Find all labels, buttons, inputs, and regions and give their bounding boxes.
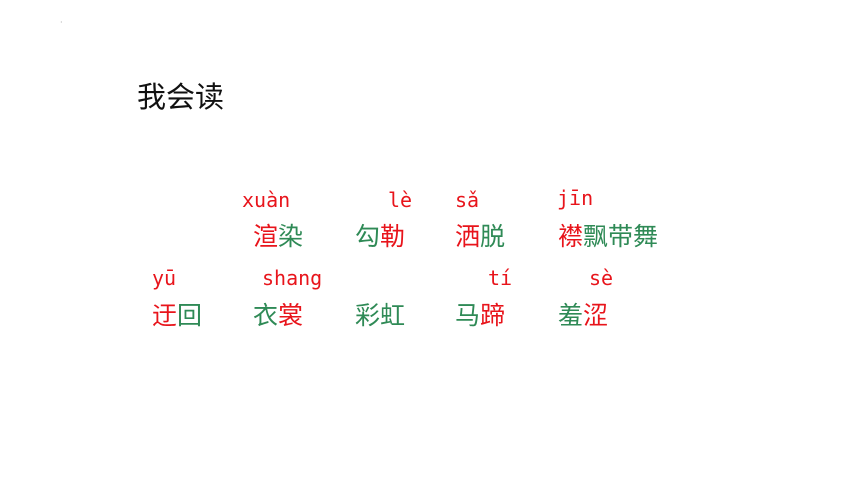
word-char-highlight: 襟 [558,222,584,251]
pinyin-le: lè [388,188,413,212]
word-char-highlight: 涩 [583,301,609,330]
word-yishang: 衣裳 [253,296,303,332]
word-yuhui: 迂回 [152,296,202,332]
word-char-rest: 马 [455,301,481,330]
word-mati: 马蹄 [455,296,505,332]
word-char-rest: 回 [177,301,203,330]
word-xuanran: 渲染 [253,217,303,253]
pinyin-ti: tí [488,266,513,290]
word-jin-piaodaiwu: 襟飘带舞 [558,217,658,253]
word-char-rest: 飘带舞 [583,222,659,251]
pinyin-shang: shang [262,266,323,290]
word-char-highlight: 迂 [152,301,178,330]
pinyin-sa: sǎ [455,188,480,212]
word-char-rest: 彩 [355,301,381,330]
pinyin-jin: jīn [557,186,594,210]
word-char-highlight: 洒 [455,222,481,251]
word-char-highlight: 勒 [380,222,406,251]
word-char-rest: 虹 [380,301,406,330]
word-goule: 勾勒 [355,217,405,253]
word-char-highlight: 裳 [278,301,304,330]
word-char-rest: 勾 [355,222,381,251]
pinyin-xuan: xuàn [242,188,291,212]
word-char-highlight: 渲 [253,222,279,251]
word-caihong: 彩虹 [355,296,405,332]
page-title: 我会读 [137,80,225,114]
word-char-rest: 染 [278,222,304,251]
pinyin-yu: yū [152,266,177,290]
word-char-rest: 衣 [253,301,279,330]
word-char-highlight: 蹄 [480,301,506,330]
word-char-rest: 脱 [480,222,506,251]
pinyin-se: sè [589,266,614,290]
word-satuo: 洒脱 [455,217,505,253]
decorative-dot: · [60,18,63,27]
word-char-rest: 羞 [558,301,584,330]
word-xiuse: 羞涩 [558,296,608,332]
